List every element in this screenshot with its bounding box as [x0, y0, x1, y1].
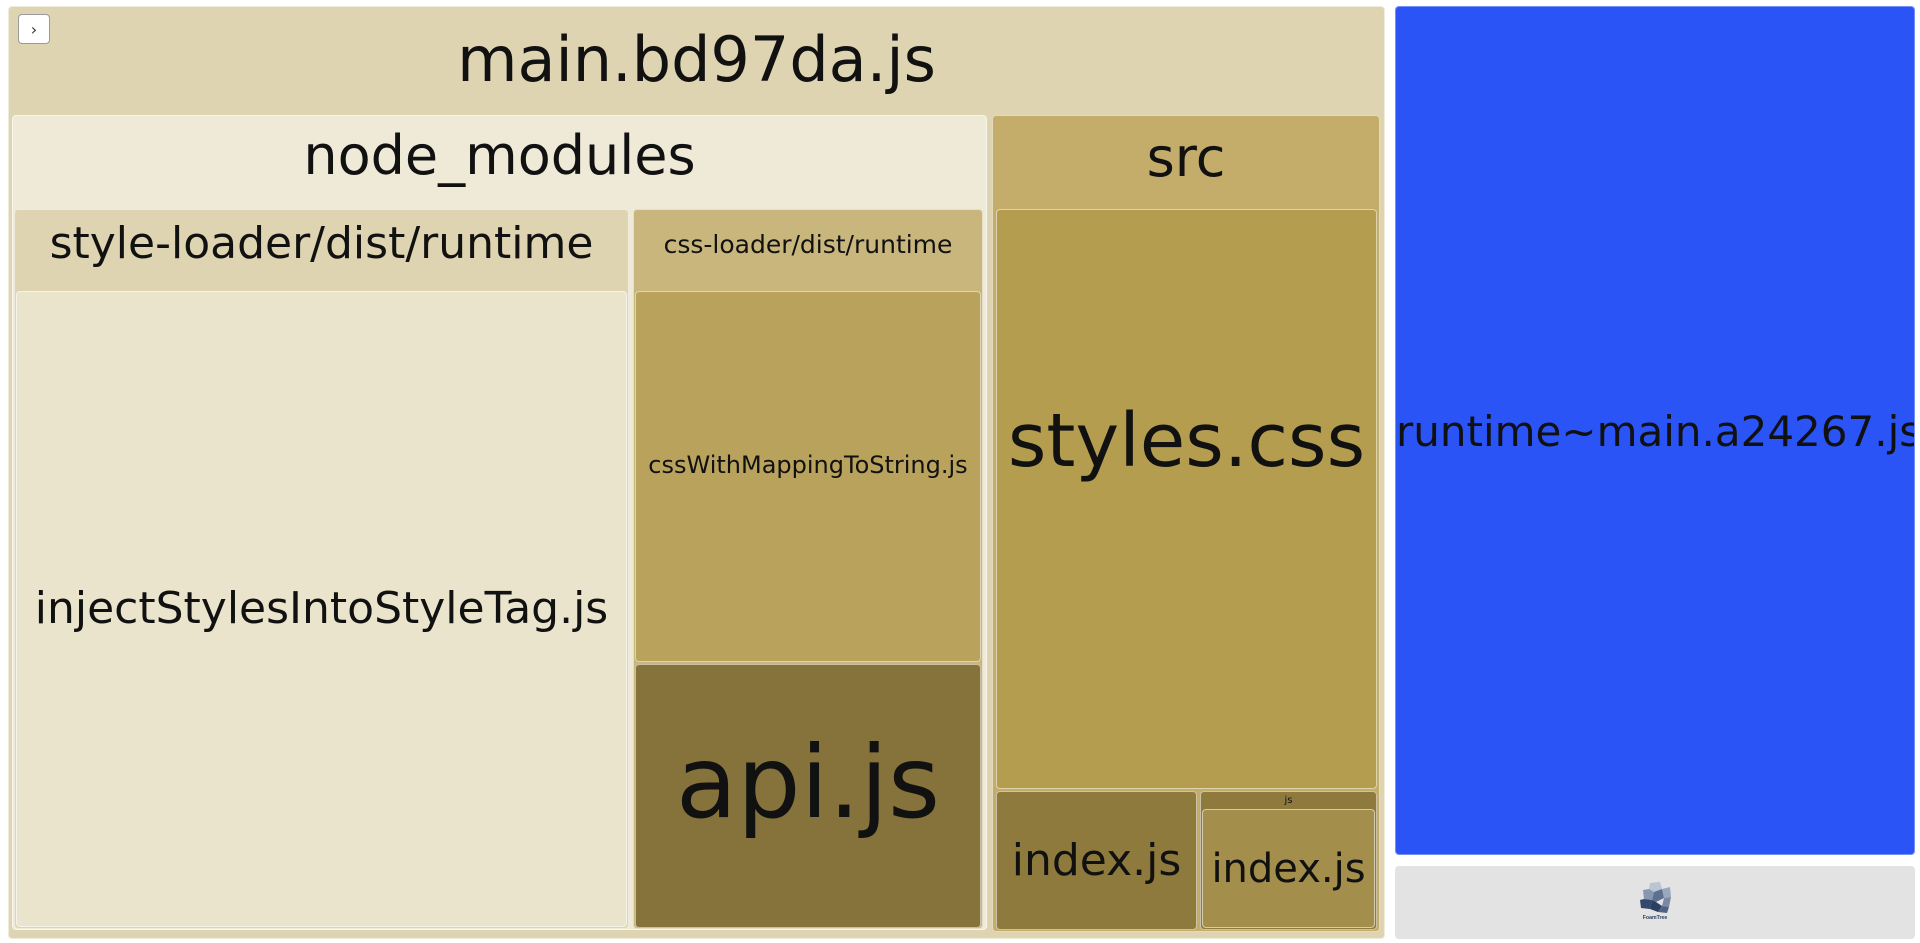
- file-styles-css-label: styles.css: [1007, 398, 1366, 485]
- file-index-src-label: index.js: [1011, 834, 1182, 886]
- foamtree-logo-icon: FoamTree: [1640, 882, 1671, 921]
- folder-node-modules-label: node_modules: [303, 124, 696, 187]
- chunk-runtime-label: runtime~main.a24267.js: [1396, 407, 1915, 456]
- folder-src-label: src: [1146, 126, 1226, 189]
- file-api[interactable]: api.js: [635, 664, 981, 928]
- folder-css-loader-label: css-loader/dist/runtime: [663, 230, 953, 259]
- file-styles-css[interactable]: styles.css: [996, 209, 1377, 789]
- chevron-right-icon: ›: [30, 19, 38, 39]
- folder-style-loader-label: style-loader/dist/runtime: [49, 218, 594, 269]
- file-api-label: api.js: [675, 723, 941, 841]
- chunk-runtime[interactable]: runtime~main.a24267.js: [1395, 6, 1915, 855]
- file-inject-styles-label: injectStylesIntoStyleTag.js: [34, 583, 609, 634]
- file-index-js[interactable]: index.js: [1202, 809, 1375, 928]
- file-index-src[interactable]: index.js: [996, 791, 1197, 930]
- folder-js-label: js: [1284, 795, 1293, 806]
- foamtree-logo: FoamTree: [1638, 881, 1672, 921]
- file-inject-styles[interactable]: injectStylesIntoStyleTag.js: [16, 291, 627, 927]
- file-index-js-label: index.js: [1211, 845, 1366, 892]
- sidebar-toggle-button[interactable]: ›: [18, 14, 50, 44]
- chunk-main-label: main.bd97da.js: [457, 23, 936, 96]
- svg-text:FoamTree: FoamTree: [1643, 915, 1668, 921]
- file-css-mapping-label: cssWithMappingToString.js: [648, 451, 968, 480]
- file-css-mapping[interactable]: cssWithMappingToString.js: [635, 291, 981, 662]
